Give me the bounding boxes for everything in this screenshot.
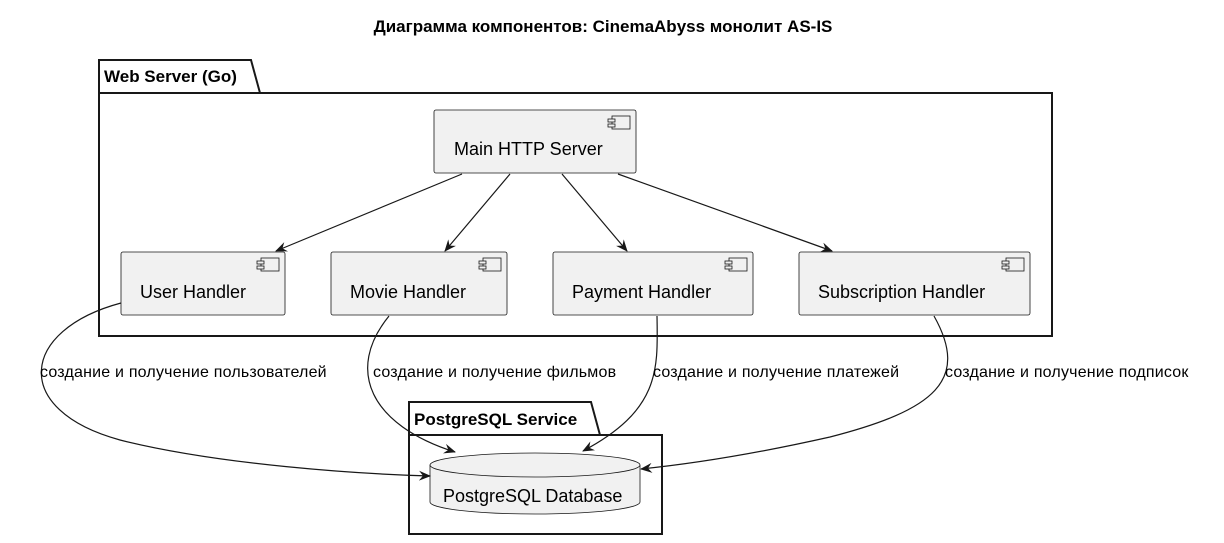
component-movie-handler: Movie Handler [330, 251, 508, 316]
edge-label-subscriptions: создание и получение подписок [945, 364, 1189, 381]
edge-label-users: создание и получение пользователей [40, 364, 327, 381]
package-web-server: Web Server (Go) [98, 59, 1053, 337]
database-label: PostgreSQL Database [443, 486, 622, 506]
component-icon [607, 115, 631, 130]
edge-movie-to-db [367, 315, 456, 454]
component-label: Movie Handler [350, 282, 466, 302]
component-icon [256, 257, 280, 272]
component-icon [724, 257, 748, 272]
edge-main-to-movie [444, 173, 511, 252]
component-label: Payment Handler [572, 282, 711, 302]
edge-subscription-to-db [640, 315, 949, 473]
component-label: Subscription Handler [818, 282, 985, 302]
component-label: User Handler [140, 282, 246, 302]
edge-main-to-subscription [617, 173, 833, 252]
component-payment-handler: Payment Handler [552, 251, 754, 316]
diagram-title: Диаграмма компонентов: CinemaAbyss монол… [374, 17, 833, 36]
component-icon [1001, 257, 1025, 272]
component-icon [478, 257, 502, 272]
edge-payment-to-db [582, 315, 658, 452]
package-postgres-service: PostgreSQL Service [408, 401, 663, 535]
edge-label-payments: создание и получение платежей [653, 364, 899, 381]
component-user-handler: User Handler [120, 251, 286, 316]
component-label: Main HTTP Server [454, 139, 603, 159]
component-main-http-server: Main HTTP Server [433, 109, 637, 174]
edge-main-to-payment [561, 173, 628, 252]
component-subscription-handler: Subscription Handler [798, 251, 1031, 316]
database-postgresql: PostgreSQL Database [429, 452, 641, 515]
edge-user-to-db [40, 302, 431, 481]
package-label-web-server: Web Server (Go) [104, 67, 237, 86]
package-label-postgres-service: PostgreSQL Service [414, 410, 577, 429]
edge-label-movies: создание и получение фильмов [373, 364, 616, 381]
edge-main-to-user [275, 173, 463, 252]
